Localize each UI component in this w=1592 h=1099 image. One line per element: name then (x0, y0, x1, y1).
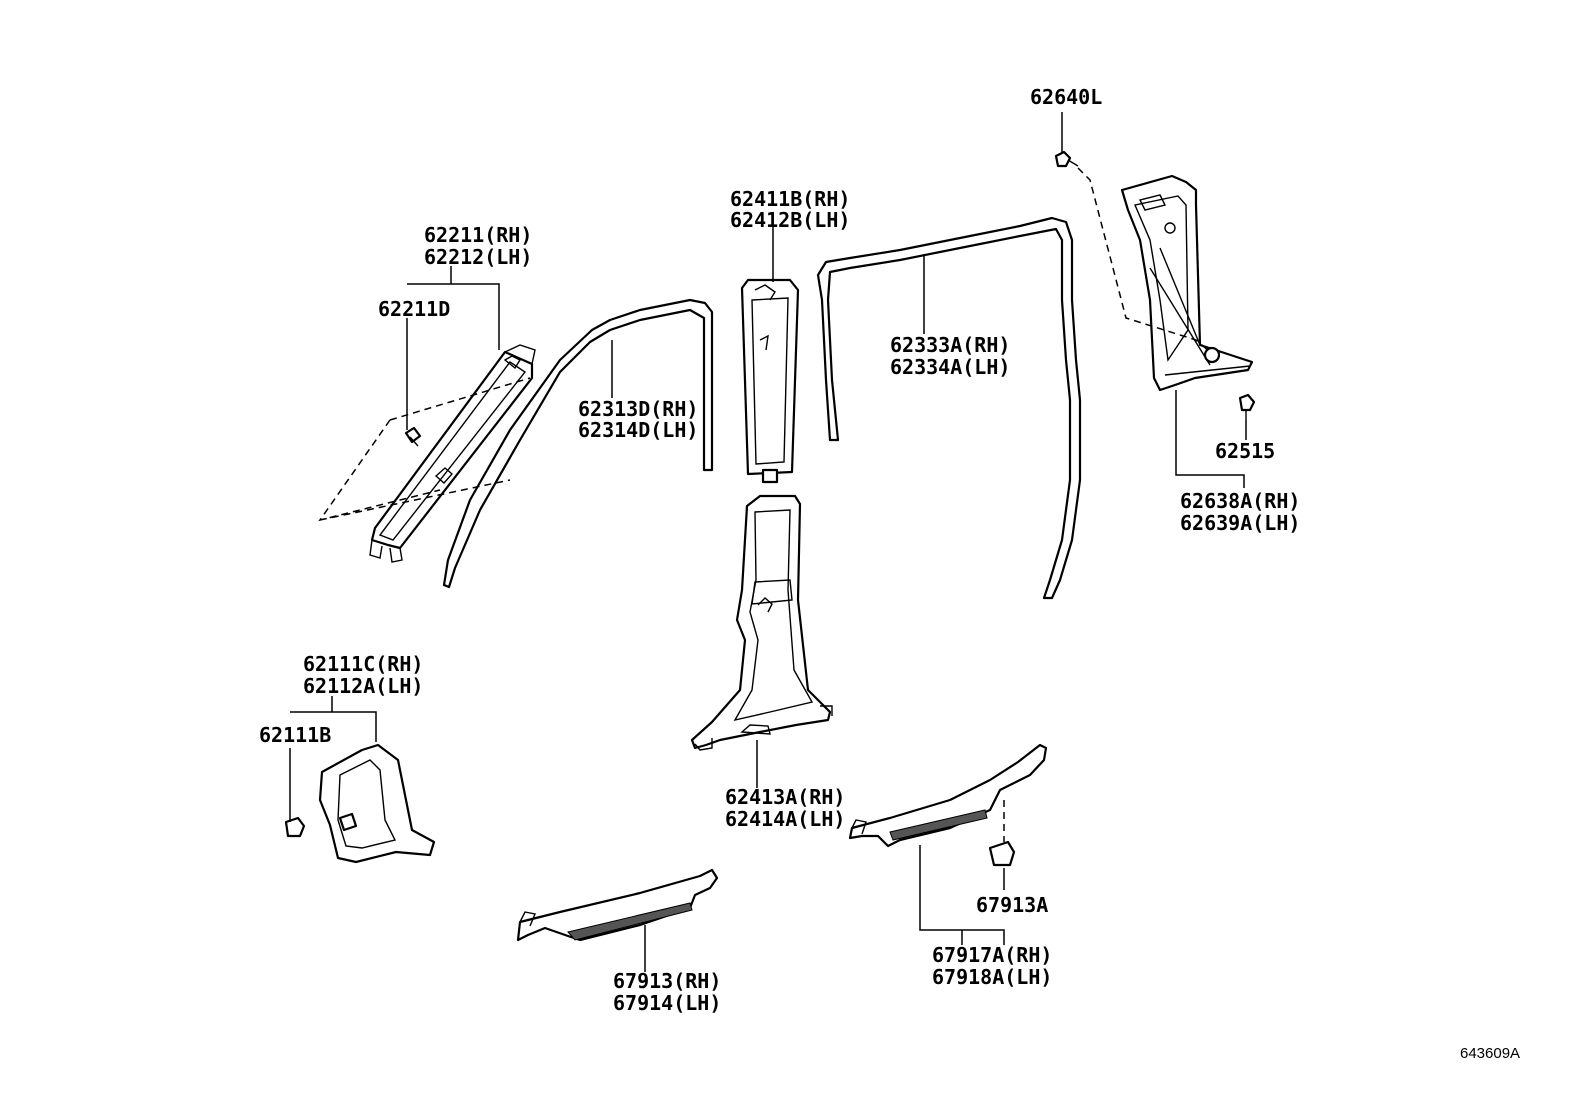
label-67914: 67914(LH) (613, 991, 721, 1015)
label-62412B: 62412B(LH) (730, 208, 850, 232)
part-labels: 62640L 62411B(RH) 62412B(LH) 62211(RH) 6… (259, 85, 1520, 1062)
quarter-pillar-garnish (1120, 174, 1254, 392)
label-62411B: 62411B(RH) (730, 187, 850, 211)
label-62334A: 62334A(LH) (890, 355, 1010, 379)
rear-door-opening-trim (816, 216, 1082, 600)
label-62414A: 62414A(LH) (725, 807, 845, 831)
front-scuff-plate (516, 868, 719, 942)
clip-62515 (1238, 393, 1256, 420)
label-62211D: 62211D (378, 297, 450, 321)
screw-62640L (1054, 150, 1079, 168)
label-62211: 62211(RH) (424, 223, 532, 247)
cowl-side-trim (318, 743, 436, 864)
label-62333A: 62333A(RH) (890, 333, 1010, 357)
label-62639A: 62639A(LH) (1180, 511, 1300, 535)
label-62212: 62212(LH) (424, 245, 532, 269)
diagram-code: 643609A (1460, 1045, 1520, 1062)
label-62111C: 62111C(RH) (303, 652, 423, 676)
rear-scuff-plate (848, 743, 1048, 848)
label-67913: 67913(RH) (613, 969, 721, 993)
label-62112A: 62112A(LH) (303, 674, 423, 698)
label-62413A: 62413A(RH) (725, 785, 845, 809)
center-pillar-lower-garnish (690, 494, 833, 751)
label-62515: 62515 (1215, 439, 1275, 463)
center-pillar-upper-garnish (740, 278, 800, 484)
label-67917A: 67917A(RH) (932, 943, 1052, 967)
label-62314D: 62314D(LH) (578, 418, 698, 442)
leader-lines (289, 112, 1247, 972)
label-62638A: 62638A(RH) (1180, 489, 1300, 513)
clip-62211D (404, 426, 422, 447)
assembly-dashed-line-b (1077, 167, 1211, 353)
front-door-opening-trim (442, 298, 714, 589)
front-pillar-garnish (369, 344, 536, 563)
label-62111B: 62111B (259, 723, 331, 747)
label-62640L: 62640L (1030, 85, 1102, 109)
label-67918A: 67918A(LH) (932, 965, 1052, 989)
label-67913A: 67913A (976, 893, 1048, 917)
clip-62111B (284, 816, 306, 838)
clip-67913A (988, 840, 1016, 867)
label-62313D: 62313D(RH) (578, 397, 698, 421)
